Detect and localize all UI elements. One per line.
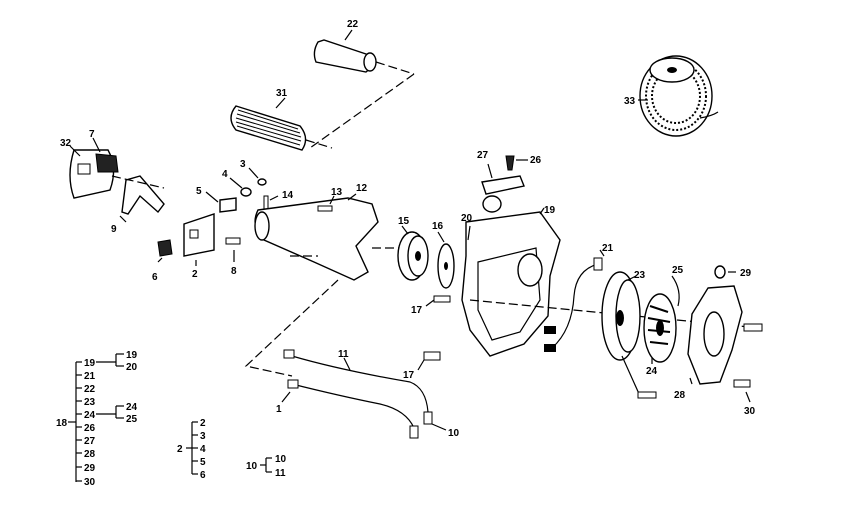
- callout-10: 10: [448, 428, 460, 439]
- callout-24: 24: [646, 366, 658, 377]
- part-cord-set: [244, 279, 433, 439]
- part-21-wire-lead: [544, 249, 605, 352]
- callout-6: 6: [152, 272, 158, 283]
- callout-33: 33: [624, 96, 636, 107]
- callout-27: 27: [477, 150, 489, 161]
- part-5-clip: [205, 191, 237, 213]
- callout-2: 2: [192, 269, 198, 280]
- tree-19-subitem: 20: [126, 362, 138, 373]
- tree-18-item: 23: [84, 397, 96, 408]
- callout-8: 8: [231, 266, 237, 277]
- callout-12: 12: [356, 183, 368, 194]
- tree-2-parent: 2: [177, 444, 183, 455]
- callout-29: 29: [740, 268, 752, 279]
- callout-4: 4: [222, 169, 228, 180]
- callout-17-upper: 17: [411, 305, 423, 316]
- part-6-connector: [157, 239, 173, 263]
- callout-11: 11: [338, 349, 349, 360]
- leader-1: [281, 391, 291, 403]
- callout-3: 3: [240, 159, 246, 170]
- tree-18-item: 28: [84, 449, 96, 460]
- callout-16: 16: [432, 221, 444, 232]
- tree-18-item: 30: [84, 477, 96, 488]
- part-17-screw-upper: [425, 295, 451, 307]
- part-9-trigger: [111, 175, 165, 223]
- tree-18-item: 24: [84, 410, 96, 421]
- callout-22: 22: [347, 19, 359, 30]
- part-28-cover-plate: [687, 285, 743, 385]
- callout-7: 7: [89, 129, 95, 140]
- tree-10-item: 11: [275, 468, 286, 479]
- tree-10-item: 10: [275, 454, 287, 465]
- tree-19-subitem: 19: [126, 350, 138, 361]
- leader-11: [343, 357, 351, 371]
- tree-2-item: 6: [200, 470, 206, 481]
- callout-31: 31: [276, 88, 288, 99]
- callout-25: 25: [672, 265, 684, 276]
- part-19-housing: [461, 207, 561, 357]
- tree-18-item: 19: [84, 358, 96, 369]
- part-31-filter-sleeve: [230, 97, 333, 151]
- tree-2-item: 2: [200, 418, 206, 429]
- tree-10-parent: 10: [246, 461, 258, 472]
- callout-30: 30: [744, 406, 756, 417]
- part-13-screw: [317, 195, 335, 212]
- part-30-screw: [733, 323, 763, 403]
- part-12-handle-tube: [254, 193, 379, 281]
- callout-19: 19: [544, 205, 556, 216]
- tree-2-item: 5: [200, 457, 206, 468]
- tree-24-subitem: 24: [126, 402, 138, 413]
- leader-10: [431, 423, 447, 431]
- part-3-screw: [248, 167, 267, 186]
- callout-28: 28: [674, 390, 686, 401]
- assembly-tree-10: [260, 457, 272, 473]
- callout-9: 9: [111, 224, 117, 235]
- part-27-knob: [481, 163, 525, 213]
- tree-18-item: 21: [84, 371, 96, 382]
- callout-32: 32: [60, 138, 72, 149]
- part-8-screw: [225, 237, 241, 262]
- part-17-screw-lower: [417, 351, 441, 371]
- callout-13: 13: [331, 187, 343, 198]
- tree-18-item: 26: [84, 423, 96, 434]
- tree-18-parent: 18: [56, 418, 68, 429]
- part-4-nut: [229, 177, 252, 197]
- part-25-blade: [671, 275, 680, 307]
- part-16-washer: [437, 231, 455, 289]
- callout-26: 26: [530, 155, 542, 166]
- tree-18-item: 27: [84, 436, 96, 447]
- callout-23: 23: [634, 270, 646, 281]
- tree-18-item: 22: [84, 384, 96, 395]
- callout-14: 14: [282, 190, 294, 201]
- callout-1: 1: [276, 404, 282, 415]
- assembly-tree-2: [186, 421, 198, 475]
- callout-5: 5: [196, 186, 202, 197]
- part-26-screw: [505, 155, 528, 171]
- part-20-gasket: [467, 225, 471, 241]
- callout-21: 21: [602, 243, 614, 254]
- part-7-switch: [92, 137, 119, 173]
- part-15-pulley: [397, 225, 429, 281]
- tree-18-item: 29: [84, 463, 96, 474]
- assembly-tree-18: [68, 353, 124, 482]
- tree-2-item: 4: [200, 444, 206, 455]
- part-2-bracket: [183, 213, 215, 266]
- callout-20: 20: [461, 213, 473, 224]
- part-24-impeller: [643, 293, 677, 364]
- part-33-line-spool: [638, 55, 719, 137]
- callout-17-lower: 17: [403, 370, 415, 381]
- part-29-nut: [714, 265, 736, 279]
- part-23-disc: [601, 271, 657, 399]
- callout-15: 15: [398, 216, 410, 227]
- part-22-handle-grip: [309, 29, 415, 149]
- tree-24-subitem: 25: [126, 414, 138, 425]
- tree-2-item: 3: [200, 431, 206, 442]
